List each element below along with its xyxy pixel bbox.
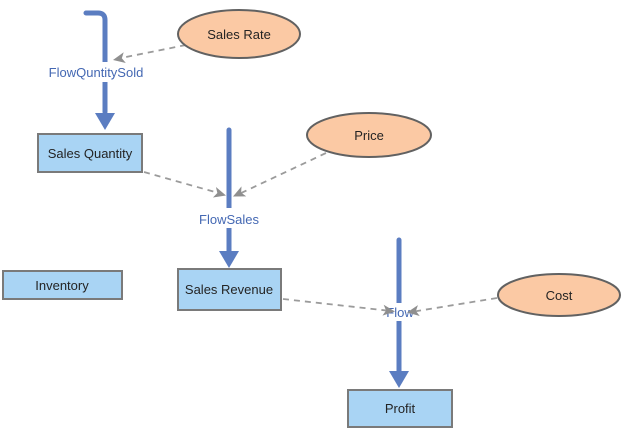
stock-rect[interactable] — [177, 268, 282, 311]
variable-ellipse[interactable] — [306, 112, 432, 158]
influence-arrowhead-icon — [233, 186, 247, 197]
influence-arrowhead-icon — [212, 186, 226, 198]
variable-label: Price — [354, 128, 384, 143]
influence-arrowhead-icon — [407, 305, 420, 317]
variable-ellipse[interactable] — [497, 273, 621, 317]
influence-line[interactable] — [410, 297, 498, 313]
flow-label: Flow — [386, 305, 414, 320]
variable-ellipse[interactable] — [177, 9, 301, 59]
influence-arrowhead-icon — [382, 304, 395, 316]
label-backing — [36, 62, 158, 82]
flow-arrowhead-icon — [389, 371, 409, 388]
stock-sales-quantity[interactable]: Sales Quantity — [37, 133, 143, 173]
stock-profit[interactable]: Profit — [347, 389, 453, 428]
flow-sales-label[interactable]: FlowSales — [193, 208, 265, 228]
flow-profit-label[interactable]: Flow — [382, 303, 418, 321]
flow-label: FlowSales — [199, 212, 259, 227]
flow-quantity-sold[interactable] — [83, 10, 115, 130]
flow-quantity-sold-label[interactable]: FlowQuntitySold — [36, 62, 158, 82]
influence-arrowhead-icon — [113, 52, 126, 64]
influence-sales-rate-to-flow[interactable] — [112, 44, 187, 65]
stock-label: Inventory — [35, 278, 89, 293]
stock-rect[interactable] — [347, 389, 453, 428]
influence-line[interactable] — [236, 152, 327, 196]
variable-cost[interactable]: Cost — [497, 273, 621, 317]
influence-line[interactable] — [143, 171, 223, 195]
flow-sales[interactable] — [219, 127, 239, 268]
stock-label: Sales Quantity — [48, 146, 133, 161]
influence-price-to-flowsales[interactable] — [231, 152, 327, 201]
stock-label: Sales Revenue — [185, 282, 273, 297]
variable-sales-rate[interactable]: Sales Rate — [177, 9, 301, 59]
variable-price[interactable]: Price — [306, 112, 432, 158]
stock-rect[interactable] — [37, 133, 143, 173]
flow-pipe[interactable] — [83, 10, 108, 115]
flow-arrowhead-icon — [95, 113, 115, 130]
variable-label: Sales Rate — [207, 27, 271, 42]
stock-rect[interactable] — [2, 270, 123, 300]
influence-line[interactable] — [115, 44, 187, 60]
influence-cost-to-flowprofit[interactable] — [406, 297, 498, 318]
label-backing — [382, 303, 418, 321]
stock-sales-revenue[interactable]: Sales Revenue — [177, 268, 282, 311]
flow-arrowhead-icon — [219, 251, 239, 268]
influence-sales-revenue-to-flowprofit[interactable] — [282, 298, 396, 317]
label-backing — [193, 208, 265, 228]
stock-label: Profit — [385, 401, 416, 416]
influence-sales-quantity-to-flowsales[interactable] — [143, 171, 227, 201]
flow-label: FlowQuntitySold — [49, 65, 144, 80]
influence-line[interactable] — [282, 298, 392, 312]
variable-label: Cost — [546, 288, 573, 303]
stock-inventory[interactable]: Inventory — [2, 270, 123, 300]
